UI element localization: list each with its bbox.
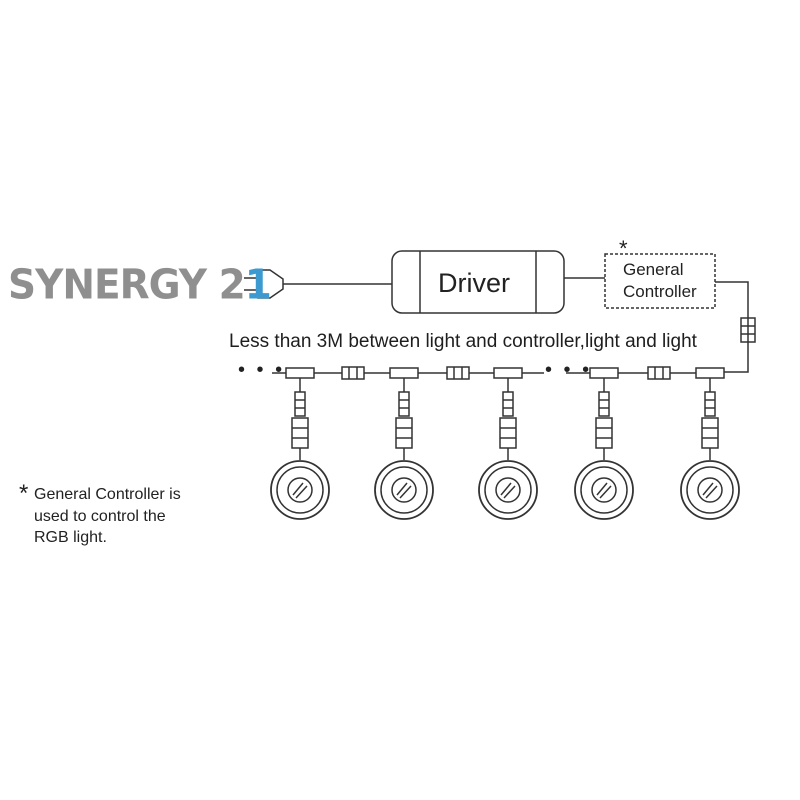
continuation-dots-right: • • •	[545, 359, 593, 381]
controller-label-line2: Controller	[623, 282, 697, 301]
distance-label: Less than 3M between light and controlle…	[229, 331, 697, 352]
light-fixture	[374, 367, 434, 520]
power-plug-icon	[244, 269, 392, 299]
note-line2: used to control the	[34, 508, 166, 525]
cable-connector	[740, 317, 756, 343]
note-line1: General Controller is	[34, 486, 181, 503]
note-asterisk: *	[19, 480, 29, 507]
light-fixture	[270, 367, 330, 520]
bus-connector	[647, 366, 671, 380]
bus-connector	[341, 366, 365, 380]
controller-label-line1: General	[623, 260, 684, 279]
light-fixture	[680, 367, 740, 520]
brand-logo: SYNERGY 21	[8, 261, 272, 310]
brand-word: SYNERGY	[8, 261, 207, 310]
general-controller-box	[604, 253, 716, 309]
light-fixture	[478, 367, 538, 520]
bus-connector	[446, 366, 470, 380]
light-fixture	[574, 367, 634, 520]
continuation-dots-left: • • •	[238, 359, 286, 381]
brand-number-b: 1	[244, 261, 272, 310]
driver-box	[391, 250, 565, 314]
driver-label: Driver	[438, 268, 510, 298]
brand-number-a: 2	[218, 261, 246, 310]
note-line3: RGB light.	[34, 529, 107, 546]
controller-asterisk: *	[619, 236, 628, 261]
